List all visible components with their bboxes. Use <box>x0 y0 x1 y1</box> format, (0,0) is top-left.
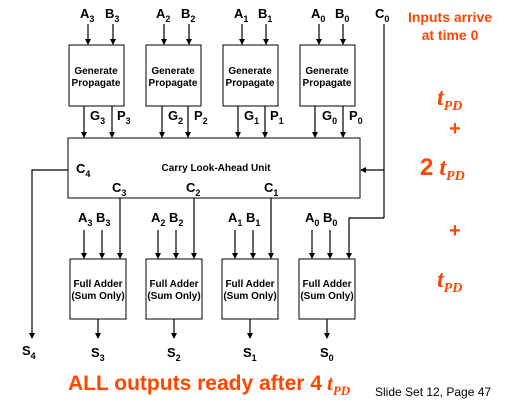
label-a0: A0 <box>311 6 325 24</box>
tpd-3: tPD <box>437 267 462 296</box>
gp-block-0: Generate Propagate <box>299 44 356 107</box>
label-s1: S1 <box>243 345 257 363</box>
label-p0: P0 <box>349 108 363 126</box>
full-adder-0: Full Adder (Sum Only) <box>298 258 356 320</box>
inputs-arrive-line1: Inputs arrive <box>408 9 492 25</box>
label-b1: B1 <box>258 6 272 24</box>
full-adder-2: Full Adder (Sum Only) <box>145 258 203 320</box>
label-g1: G1 <box>244 108 259 126</box>
fa-input-arrows <box>81 230 333 259</box>
fa1-line1: Full Adder <box>225 279 274 290</box>
slide-reference: Slide Set 12, Page 47 <box>375 385 491 399</box>
fa0-line2: (Sum Only) <box>300 291 353 302</box>
gp-block-2-line1: Generate <box>151 66 195 77</box>
label-g2: G2 <box>168 108 183 126</box>
fa1-line2: (Sum Only) <box>223 291 276 302</box>
gp-block-0-line2: Propagate <box>303 78 352 89</box>
carry-arrows <box>117 198 274 259</box>
label-s0: S0 <box>320 345 334 363</box>
fa-label-a1: A1 <box>228 210 242 228</box>
label-a2: A2 <box>156 6 170 24</box>
fa-label-a0: A0 <box>305 210 319 228</box>
sum-labels: S4 S3 S2 S1 S0 <box>22 343 334 363</box>
label-a3: A3 <box>80 6 94 24</box>
fa0-line1: Full Adder <box>302 279 351 290</box>
label-c1: C1 <box>264 180 278 198</box>
gp-block-3: Generate Propagate <box>68 44 125 107</box>
gp-block-2-line2: Propagate <box>149 78 198 89</box>
label-c0: C0 <box>375 6 389 24</box>
label-p2: P2 <box>194 108 208 126</box>
top-input-arrows <box>85 24 346 45</box>
top-inputs: A3 B3 A2 B2 A1 B1 A0 B0 C0 <box>80 6 389 24</box>
label-g3: G3 <box>90 108 105 126</box>
fa-input-labels: A3 B3 A2 B2 A1 B1 A0 B0 <box>78 210 337 228</box>
fa3-line1: Full Adder <box>73 279 122 290</box>
gp-block-3-line2: Propagate <box>72 78 121 89</box>
cla-title: Carry Look-Ahead Unit <box>162 163 272 174</box>
plus-1: + <box>449 118 461 140</box>
gp-block-1-line1: Generate <box>228 66 272 77</box>
c0-wiring <box>346 24 385 259</box>
fa3-line2: (Sum Only) <box>71 291 124 302</box>
inputs-arrive-line2: at time 0 <box>422 27 479 43</box>
label-c3: C3 <box>112 180 126 198</box>
full-adder-3: Full Adder (Sum Only) <box>69 258 127 320</box>
label-s4: S4 <box>22 343 36 361</box>
label-c4-internal: C4 <box>76 161 90 179</box>
gp-block-3-line1: Generate <box>74 66 118 77</box>
fa-label-b1: B1 <box>246 210 260 228</box>
fa2-line1: Full Adder <box>149 279 198 290</box>
label-p3: P3 <box>117 108 131 126</box>
label-s2: S2 <box>167 345 181 363</box>
gp-labels: G3 P3 G2 P2 G1 P1 G0 P0 <box>90 108 363 126</box>
sum-arrows <box>95 319 330 339</box>
c4-wiring <box>29 169 68 339</box>
tpd-1: tPD <box>437 85 462 114</box>
fa-label-b3: B3 <box>96 210 110 228</box>
gp-output-arrows <box>81 106 346 138</box>
label-b2: B2 <box>181 6 195 24</box>
plus-2: + <box>449 220 461 242</box>
fa2-line2: (Sum Only) <box>147 291 200 302</box>
label-p1: P1 <box>270 108 284 126</box>
gp-block-1: Generate Propagate <box>222 44 279 107</box>
label-b0: B0 <box>335 6 349 24</box>
fa-label-a2: A2 <box>151 210 165 228</box>
fa-label-a3: A3 <box>78 210 92 228</box>
gp-block-2: Generate Propagate <box>145 44 202 107</box>
label-a1: A1 <box>234 6 248 24</box>
gp-block-1-line2: Propagate <box>226 78 275 89</box>
label-c2: C2 <box>186 180 200 198</box>
label-b3: B3 <box>105 6 119 24</box>
label-g0: G0 <box>322 108 337 126</box>
cla-unit: Carry Look-Ahead Unit C4 C3 C2 C1 <box>67 137 361 199</box>
gp-block-0-line1: Generate <box>305 66 349 77</box>
label-s3: S3 <box>91 345 105 363</box>
fa-label-b0: B0 <box>323 210 337 228</box>
fa-label-b2: B2 <box>169 210 183 228</box>
full-adder-1: Full Adder (Sum Only) <box>221 258 279 320</box>
